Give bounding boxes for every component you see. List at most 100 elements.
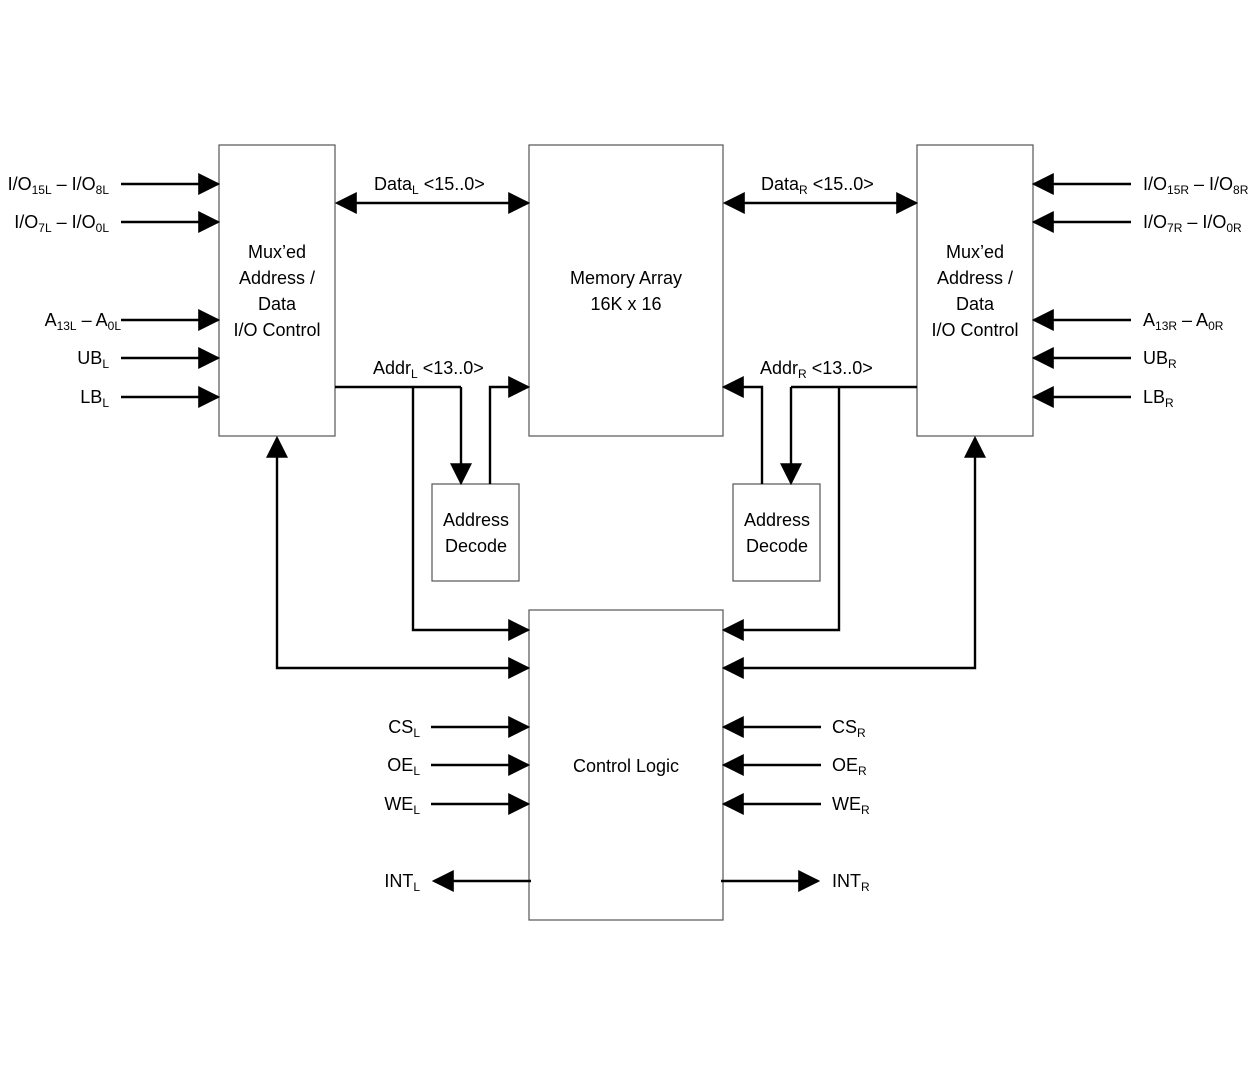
signal-text: CS <box>832 717 857 737</box>
signal-subscript: L <box>412 183 419 197</box>
signal-text: – I/O <box>52 212 96 232</box>
ub-right-label: UBR <box>1143 348 1177 371</box>
block-label-line: I/O Control <box>233 320 320 340</box>
signal-text: CS <box>388 717 413 737</box>
signal-subscript: R <box>858 764 867 778</box>
addr-right-label: A13R – A0R <box>1143 310 1224 333</box>
block-label-line: Data <box>258 294 297 314</box>
signal-text: Data <box>374 174 413 194</box>
block-label-line: Mux’ed <box>248 242 306 262</box>
block-label-line: Memory Array <box>570 268 682 288</box>
signal-subscript: L <box>413 764 420 778</box>
signal-subscript: L <box>413 726 420 740</box>
signal-text: OE <box>387 755 413 775</box>
signal-text: Addr <box>760 358 798 378</box>
signal-subscript: R <box>799 183 808 197</box>
signal-subscript: 0L <box>96 221 110 235</box>
block-label-line: Address <box>443 510 509 530</box>
addr-left-label: A13L – A0L <box>45 310 122 333</box>
control-mux-right-link <box>721 435 986 679</box>
signal-text: UB <box>1143 348 1168 368</box>
signal-subscript: L <box>102 357 109 371</box>
signal-subscript: L <box>411 367 418 381</box>
signal-text: <15..0> <box>808 174 874 194</box>
signal-subscript: 7L <box>38 221 52 235</box>
signal-text: INT <box>384 871 413 891</box>
signal-subscript: 13R <box>1155 319 1177 333</box>
signal-subscript: 0L <box>108 319 122 333</box>
io-hi-left-label: I/O15L – I/O8L <box>8 174 110 197</box>
signal-text: A <box>45 310 57 330</box>
int-right-label: INTR <box>832 871 870 894</box>
block-label-line: Address / <box>239 268 315 288</box>
block-label-line: Mux’ed <box>946 242 1004 262</box>
oe-right-label: OER <box>832 755 867 778</box>
signal-text: A <box>1143 310 1155 330</box>
signal-text: INT <box>832 871 861 891</box>
signal-text: WE <box>832 794 861 814</box>
ub-left-label: UBL <box>77 348 109 371</box>
block-label-line: Control Logic <box>573 756 679 776</box>
signal-text: Addr <box>373 358 411 378</box>
signal-text: UB <box>77 348 102 368</box>
signal-subscript: R <box>1165 396 1174 410</box>
signal-text: <13..0> <box>807 358 873 378</box>
block-label-line: Data <box>956 294 995 314</box>
data-bus-left-label: DataL <15..0> <box>374 174 485 197</box>
signal-text: I/O <box>1143 174 1167 194</box>
oe-left-label: OEL <box>387 755 420 778</box>
signal-text: OE <box>832 755 858 775</box>
signal-text: <13..0> <box>418 358 484 378</box>
signal-text: I/O <box>14 212 38 232</box>
signal-subscript: 8R <box>1233 183 1249 197</box>
signal-subscript: R <box>861 880 870 894</box>
io-lo-left-label: I/O7L – I/O0L <box>14 212 109 235</box>
signal-subscript: 15L <box>32 183 52 197</box>
decode-right-to-memory <box>721 376 764 484</box>
signal-subscript: L <box>413 880 420 894</box>
lb-left-label: LBL <box>80 387 109 410</box>
signal-subscript: R <box>857 726 866 740</box>
addr-bus-right-label: AddrR <13..0> <box>760 358 873 381</box>
signal-subscript: 7R <box>1167 221 1183 235</box>
int-left-label: INTL <box>384 871 420 894</box>
signal-subscript: L <box>102 396 109 410</box>
io-lo-right-label: I/O7R – I/O0R <box>1143 212 1242 235</box>
signal-subscript: R <box>861 803 870 817</box>
signal-subscript: 15R <box>1167 183 1189 197</box>
signal-subscript: 13L <box>57 319 77 333</box>
control-logic-block: Control Logic <box>528 609 724 921</box>
signal-subscript: 0R <box>1208 319 1224 333</box>
memory-array-label: Memory Array 16K x 16 <box>570 268 682 314</box>
signal-subscript: L <box>413 803 420 817</box>
signal-subscript: 8L <box>96 183 110 197</box>
we-left-label: WEL <box>384 794 420 817</box>
signal-subscript: R <box>798 367 807 381</box>
signal-text: – A <box>1177 310 1208 330</box>
block-label-line: Decode <box>746 536 808 556</box>
signal-subscript: R <box>1168 357 1177 371</box>
addr-bus-left-label: AddrL <13..0> <box>373 358 484 381</box>
data-bus-right-label: DataR <15..0> <box>761 174 874 197</box>
signal-text: – I/O <box>1189 174 1233 194</box>
block-label-line: Address / <box>937 268 1013 288</box>
control-mux-left-link <box>266 435 531 679</box>
signal-text: – I/O <box>1182 212 1226 232</box>
signal-text: Data <box>761 174 800 194</box>
signal-subscript: 0R <box>1226 221 1242 235</box>
cs-right-label: CSR <box>832 717 866 740</box>
block-label-line: Decode <box>445 536 507 556</box>
signal-text: LB <box>80 387 102 407</box>
block-label-line: 16K x 16 <box>590 294 661 314</box>
signal-text: LB <box>1143 387 1165 407</box>
io-hi-right-label: I/O15R – I/O8R <box>1143 174 1249 197</box>
decode-left-to-memory <box>488 376 531 484</box>
control-logic-label: Control Logic <box>573 756 679 776</box>
signal-text: – A <box>77 310 108 330</box>
